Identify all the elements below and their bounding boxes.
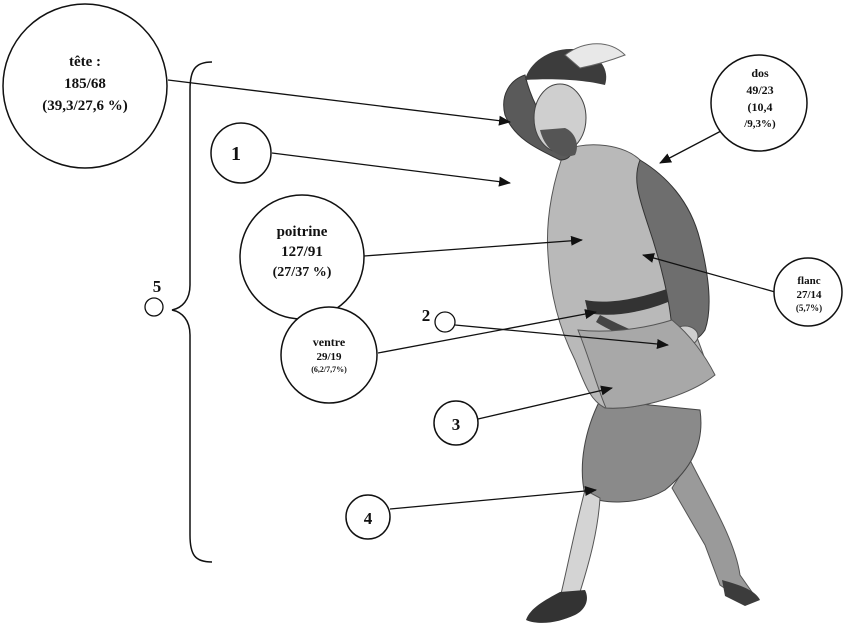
arrow-dos: [659, 130, 722, 164]
label-ventre: ventre 29/19 (6,2/7,7%): [311, 335, 347, 374]
label-ventre-line-1: ventre: [313, 335, 346, 349]
number-1: 1: [231, 143, 241, 165]
figure-feather: [564, 43, 626, 69]
label-flanc: flanc 27/14 (5,7%): [796, 275, 822, 313]
label-dos-line-4: /9,3%): [743, 118, 776, 130]
figure-front-shoe: [526, 590, 587, 623]
label-flanc-line-3: (5,7%): [796, 303, 822, 313]
label-flanc-line-1: flanc: [797, 275, 820, 287]
number-4: 4: [364, 509, 373, 528]
figure-belt: [585, 288, 673, 315]
walking-man-figure: [503, 43, 760, 623]
circle-5: [144, 297, 164, 317]
number-3: 3: [452, 415, 461, 434]
label-dos-line-2: 49/23: [746, 83, 773, 97]
arrow-tete: [167, 79, 511, 126]
circle-ventre: [280, 306, 378, 404]
arrow-poitrine: [363, 235, 583, 257]
label-poitrine-line-2: 127/91: [281, 244, 323, 260]
label-dos: dos 49/23 (10,4 /9,3%): [743, 66, 776, 130]
circle-flanc: [773, 257, 843, 327]
label-tete-line-2: 185/68: [64, 76, 106, 92]
arrow-ventre: [377, 309, 597, 354]
arrow-4: [389, 486, 597, 510]
label-flanc-line-2: 27/14: [796, 289, 822, 301]
label-tete-line-3: (39,3/27,6 %): [42, 98, 127, 114]
circle-4: [345, 494, 391, 540]
label-ventre-line-2: 29/19: [316, 351, 342, 363]
label-ventre-line-3: (6,2/7,7%): [311, 365, 347, 374]
number-2: 2: [422, 306, 431, 325]
label-poitrine-line-3: (27/37 %): [273, 265, 332, 280]
figure-beard: [540, 128, 577, 157]
label-dos-line-1: dos: [751, 66, 769, 80]
circle-tete: [2, 3, 168, 169]
number-5: 5: [153, 277, 162, 296]
arrow-flanc: [642, 253, 776, 293]
arrow-1: [271, 152, 511, 187]
label-tete: tête : 185/68 (39,3/27,6 %): [42, 54, 127, 114]
circle-1: [210, 122, 272, 184]
callout-arrows: [167, 79, 776, 510]
figure-rear-shoe: [722, 580, 760, 606]
group-5-brace: [171, 61, 213, 563]
circle-dos: [710, 54, 808, 152]
arrow-3: [477, 385, 613, 420]
label-poitrine-line-1: poitrine: [277, 224, 328, 240]
figure-front-leg: [559, 489, 601, 599]
callout-circles: [2, 3, 843, 540]
circle-2: [434, 311, 456, 333]
label-tete-line-1: tête :: [69, 54, 101, 70]
label-poitrine: poitrine 127/91 (27/37 %): [273, 224, 332, 280]
figure-rear-leg: [671, 458, 753, 601]
label-dos-line-3: (10,4: [748, 100, 773, 114]
circle-3: [433, 400, 479, 446]
arrow-2: [454, 324, 669, 349]
figure-breeches: [581, 399, 702, 503]
